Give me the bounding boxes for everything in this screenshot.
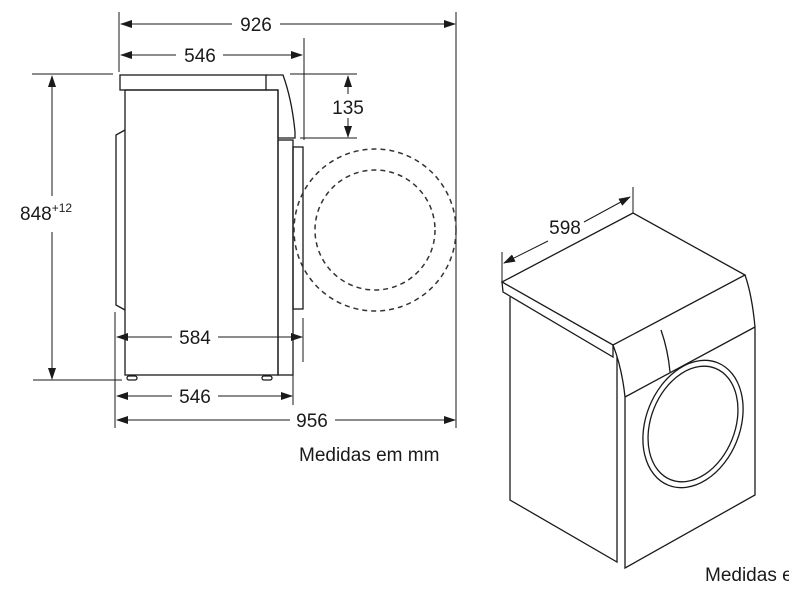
dim-546-top: 546 bbox=[184, 46, 216, 67]
machine-side-outline bbox=[115, 74, 457, 381]
door-swing-outer bbox=[293, 148, 457, 312]
dim-135: 135 bbox=[332, 98, 364, 119]
dim-956: 956 bbox=[296, 411, 328, 432]
dim-926: 926 bbox=[240, 15, 272, 36]
door-swing-inner bbox=[314, 169, 436, 291]
iso-view: 598 Medidas e bbox=[500, 187, 789, 586]
units-note-iso: Medidas e bbox=[705, 565, 789, 586]
side-view: 926 546 848+12 135 584 546 956 Medidas e… bbox=[20, 12, 457, 466]
dim-598-width: 598 bbox=[549, 218, 581, 239]
units-note: Medidas em mm bbox=[299, 445, 439, 466]
dim-848-height: 848+12 bbox=[20, 201, 72, 225]
dim-584: 584 bbox=[179, 328, 211, 349]
dim-546-bottom: 546 bbox=[179, 387, 211, 408]
machine-iso-outline bbox=[500, 212, 756, 570]
